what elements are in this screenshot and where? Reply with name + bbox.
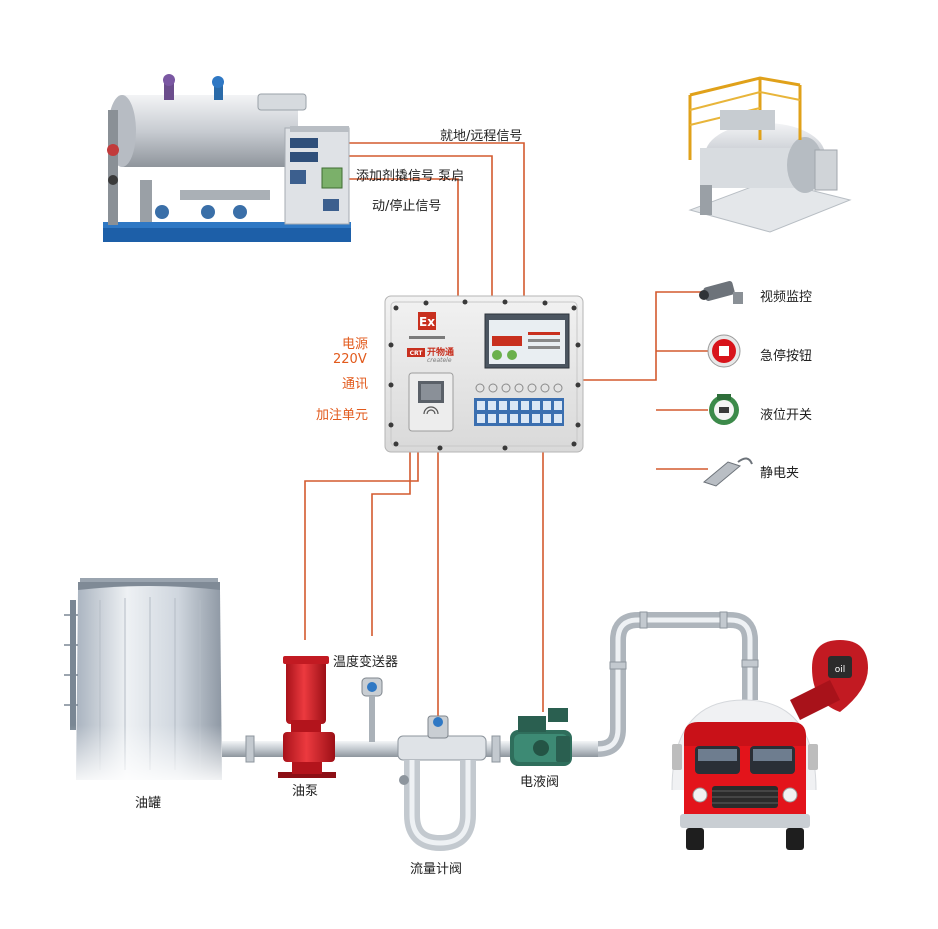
temperature-transmitter [361, 677, 383, 742]
label-temp-transmitter: 温度变送器 [333, 655, 399, 670]
oil-tank [60, 578, 230, 785]
oil-badge-label: oil [835, 665, 846, 675]
pipeline [222, 611, 759, 763]
label-voltage: 220V [333, 352, 367, 367]
storage-skid-3d [688, 76, 852, 233]
ex-mark: Ex [419, 315, 435, 329]
fuel-truck: oil [671, 640, 868, 850]
flow-meter [397, 715, 487, 852]
label-level-switch: 液位开关 [760, 408, 813, 423]
wire-start-stop-signal [318, 178, 459, 296]
label-emergency-stop: 急停按钮 [760, 349, 813, 364]
label-refuel-unit: 加注单元 [316, 408, 369, 423]
label-video-monitor: 视频监控 [760, 290, 813, 305]
label-flow-meter: 流量计阀 [410, 862, 463, 877]
brand-name-en: createle [427, 357, 452, 364]
wire-devices-bus [583, 291, 708, 470]
level-switch-icon [709, 394, 739, 425]
label-oil-pump: 油泵 [292, 784, 319, 799]
wire-temp-transmitter [371, 452, 411, 636]
brand-tag: CRT [410, 350, 424, 357]
control-panel: Ex CRT 开物通 createle [384, 295, 584, 453]
emergency-stop-icon [707, 334, 741, 368]
camera-icon [699, 281, 743, 304]
oil-pump [278, 656, 336, 778]
wire-remote-signal [316, 142, 525, 296]
wire-additive-signal [318, 155, 493, 296]
label-remote-signal: 就地/远程信号 [440, 129, 523, 144]
signal-wires [304, 142, 708, 716]
label-oil-tank: 油罐 [135, 796, 162, 811]
label-electro-valve: 电液阀 [520, 775, 560, 790]
wire-pump [304, 452, 419, 640]
static-clamp-icon [702, 457, 753, 487]
label-additive-pump-signal: 添加剂撬信号 泵启 [356, 169, 465, 184]
label-static-clamp: 静电夹 [760, 466, 800, 481]
label-power: 电源 [342, 337, 369, 352]
brand-name-cn: 开物通 [427, 346, 454, 358]
label-communication: 通讯 [342, 377, 369, 392]
label-start-stop-signal: 动/停止信号 [372, 199, 442, 214]
boiler-skid [103, 74, 351, 242]
electro-hydraulic-valve [510, 708, 572, 766]
